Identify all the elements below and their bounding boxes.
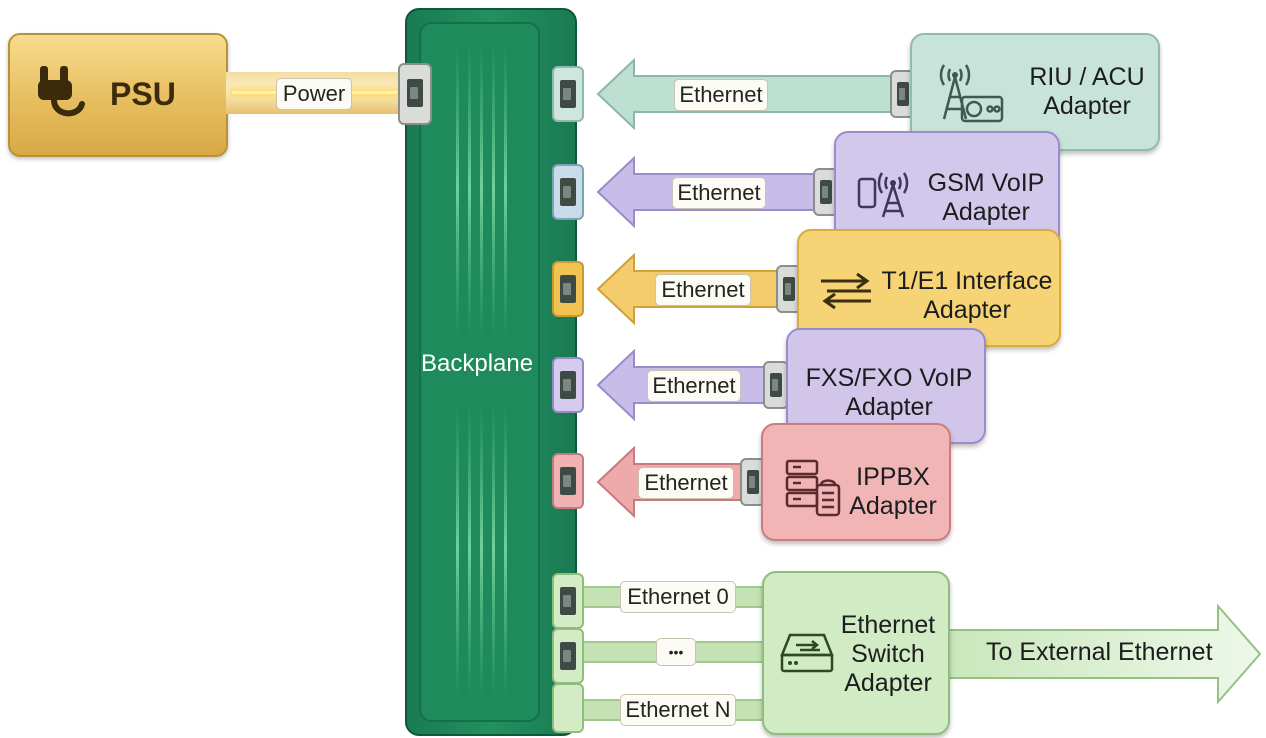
ethernet-label-riu: Ethernet bbox=[674, 79, 768, 111]
ippbx-subtitle: Adapter bbox=[849, 492, 937, 520]
power-port bbox=[398, 63, 432, 125]
bidirectional-arrows-icon bbox=[821, 272, 871, 310]
backplane-port-t1 bbox=[552, 261, 584, 317]
ethernet-label-fxs: Ethernet bbox=[647, 370, 741, 402]
ippbx-adapter: IPPBX Adapter bbox=[761, 423, 951, 541]
backplane-port-switch-n bbox=[552, 683, 584, 733]
riu-acu-subtitle: Adapter bbox=[1043, 92, 1131, 120]
external-ethernet-label: To External Ethernet bbox=[986, 638, 1213, 666]
ippbx-title: IPPBX bbox=[856, 463, 930, 491]
ethernet-label-t1: Ethernet bbox=[655, 274, 751, 306]
backplane-port-switch-0 bbox=[552, 573, 584, 629]
backplane-port-switch-mid bbox=[552, 628, 584, 684]
riu-acu-title: RIU / ACU bbox=[1029, 63, 1145, 91]
backplane-label: Backplane bbox=[421, 350, 534, 377]
psu-label: PSU bbox=[110, 76, 176, 112]
gsm-voip-subtitle: Adapter bbox=[942, 198, 1030, 226]
switch-title-line2: Switch bbox=[851, 640, 925, 668]
power-label: Power bbox=[276, 78, 352, 110]
radio-tower-control-icon bbox=[939, 64, 1004, 123]
backplane-port-gsm bbox=[552, 164, 584, 220]
backplane-port-ippbx bbox=[552, 453, 584, 509]
switch-title-line3: Adapter bbox=[844, 669, 932, 697]
fxs-fxo-subtitle: Adapter bbox=[845, 393, 933, 421]
plug-icon bbox=[38, 66, 85, 117]
arrow-external bbox=[948, 604, 1262, 704]
backplane-panel bbox=[419, 22, 540, 722]
backplane-port-fxs bbox=[552, 357, 584, 413]
switch-title-line1: Ethernet bbox=[840, 611, 936, 639]
backplane-traces bbox=[456, 40, 507, 700]
backplane-port-riu bbox=[552, 66, 584, 122]
server-phone-icon bbox=[785, 459, 841, 517]
ethernet-0-label: Ethernet 0 bbox=[620, 581, 736, 613]
gsm-voip-title: GSM VoIP bbox=[927, 169, 1045, 197]
phone-tower-icon bbox=[857, 172, 909, 218]
ethernet-n-label: Ethernet N bbox=[620, 694, 736, 726]
t1-e1-subtitle: Adapter bbox=[923, 296, 1011, 324]
ethernet-label-ippbx: Ethernet bbox=[638, 467, 734, 499]
fxs-fxo-title: FXS/FXO VoIP bbox=[805, 364, 973, 392]
t1-e1-interface-adapter: T1/E1 Interface Adapter bbox=[797, 229, 1061, 347]
ethernet-switch-adapter: Ethernet Switch Adapter bbox=[762, 571, 950, 735]
network-switch-icon bbox=[780, 633, 834, 673]
ellipsis-label: ••• bbox=[656, 638, 696, 666]
ethernet-label-gsm: Ethernet bbox=[672, 177, 766, 209]
t1-e1-title: T1/E1 Interface bbox=[881, 267, 1053, 295]
